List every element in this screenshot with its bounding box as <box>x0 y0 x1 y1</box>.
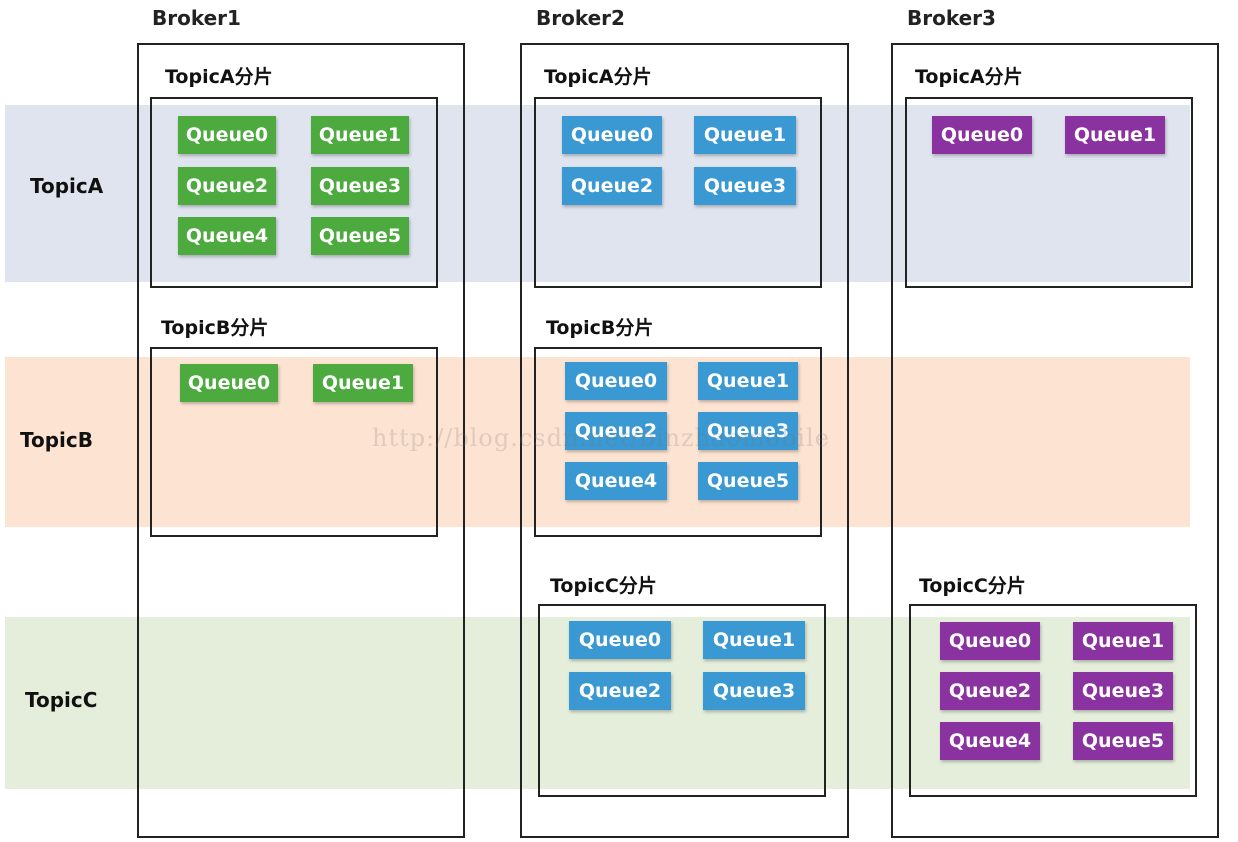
topic-b-label: TopicB <box>20 428 93 452</box>
broker2-topic-a-shard-title: TopicA分片 <box>544 66 652 88</box>
broker1-topic-b-shard: Queue0 Queue1 <box>150 347 438 537</box>
queue-block: Queue0 <box>180 364 278 402</box>
queue-block: Queue4 <box>178 217 276 255</box>
broker1-box <box>137 43 465 838</box>
queue-block: Queue2 <box>569 672 671 710</box>
broker2-topic-c-shard-title: TopicC分片 <box>550 575 657 597</box>
queue-block: Queue1 <box>694 116 796 154</box>
queue-block: Queue4 <box>940 722 1040 760</box>
queue-block: Queue1 <box>703 621 805 659</box>
broker3-topic-a-shard-title: TopicA分片 <box>915 66 1023 88</box>
queue-block: Queue0 <box>932 116 1032 154</box>
broker3-title: Broker3 <box>907 6 996 30</box>
queue-block: Queue0 <box>565 362 667 400</box>
queue-block: Queue3 <box>703 672 805 710</box>
queue-block: Queue5 <box>698 462 798 500</box>
broker3-topic-c-shard: Queue0 Queue1 Queue2 Queue3 Queue4 Queue… <box>909 604 1197 797</box>
queue-block: Queue1 <box>1065 116 1165 154</box>
queue-block: Queue0 <box>569 621 671 659</box>
broker1-topic-b-shard-title: TopicB分片 <box>161 317 269 339</box>
queue-block: Queue3 <box>311 167 409 205</box>
queue-block: Queue0 <box>178 116 276 154</box>
broker3-topic-a-shard: Queue0 Queue1 <box>905 97 1193 288</box>
queue-block: Queue0 <box>940 622 1040 660</box>
broker2-topic-a-shard: Queue0 Queue1 Queue2 Queue3 <box>534 97 822 288</box>
queue-block: Queue5 <box>311 217 409 255</box>
topic-a-label: TopicA <box>30 174 104 198</box>
broker2-box <box>520 43 849 838</box>
queue-block: Queue1 <box>311 116 409 154</box>
queue-block: Queue3 <box>694 167 796 205</box>
broker1-title: Broker1 <box>152 6 241 30</box>
queue-block: Queue5 <box>1073 722 1173 760</box>
topic-c-label: TopicC <box>25 688 98 712</box>
broker2-topic-b-shard: Queue0 Queue1 Queue2 Queue3 Queue4 Queue… <box>534 347 822 537</box>
queue-block: Queue4 <box>565 462 667 500</box>
queue-block: Queue2 <box>940 672 1040 710</box>
watermark-text: http://blog.csdn.net/binzhaomobile <box>372 424 830 452</box>
queue-block: Queue3 <box>1073 672 1173 710</box>
queue-block: Queue1 <box>698 362 798 400</box>
broker3-topic-c-shard-title: TopicC分片 <box>919 575 1026 597</box>
queue-block: Queue2 <box>565 412 667 450</box>
queue-block: Queue2 <box>178 167 276 205</box>
broker1-topic-a-shard: Queue0 Queue1 Queue2 Queue3 Queue4 Queue… <box>150 97 438 288</box>
queue-block: Queue1 <box>313 364 413 402</box>
broker2-title: Broker2 <box>536 6 625 30</box>
broker2-topic-c-shard: Queue0 Queue1 Queue2 Queue3 <box>538 604 826 797</box>
broker3-box <box>891 43 1219 838</box>
queue-block: Queue2 <box>562 167 662 205</box>
queue-block: Queue3 <box>698 412 798 450</box>
broker2-topic-b-shard-title: TopicB分片 <box>546 317 654 339</box>
queue-block: Queue1 <box>1073 622 1173 660</box>
queue-block: Queue0 <box>562 116 662 154</box>
broker1-topic-a-shard-title: TopicA分片 <box>165 66 273 88</box>
